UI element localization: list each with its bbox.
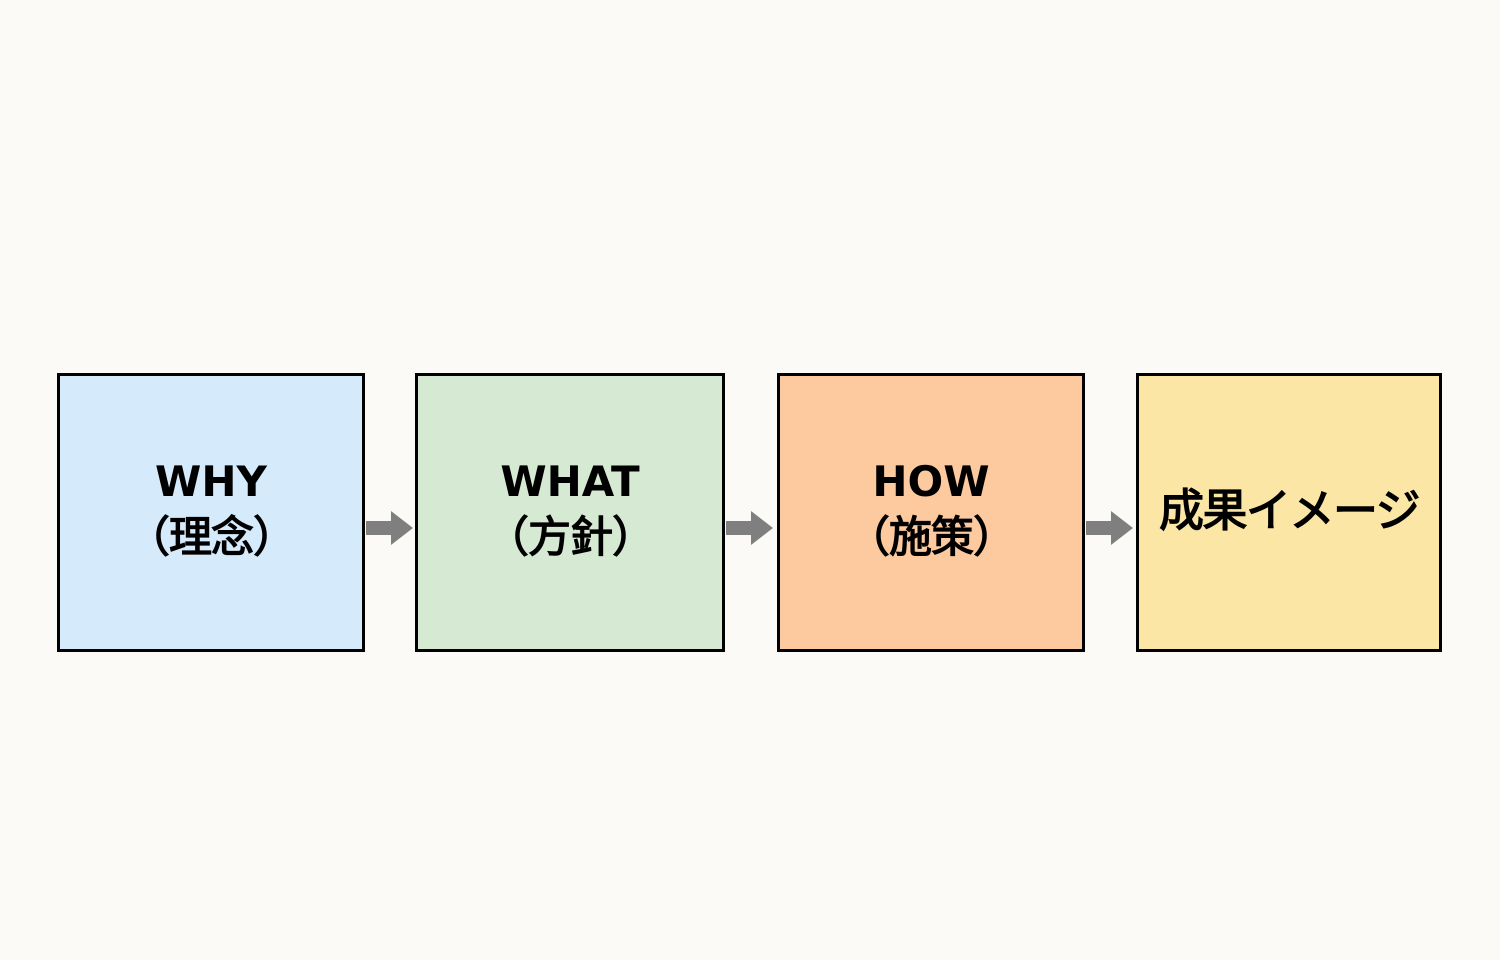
flow-box-why-text: WHY （理念） <box>127 454 296 566</box>
flow-box-why-line1: WHY <box>155 457 267 507</box>
flow-box-why-line2: （理念） <box>127 512 296 563</box>
right-arrow-icon <box>366 511 413 545</box>
flow-box-how-line2: （施策） <box>847 512 1016 563</box>
flow-box-what[interactable]: WHAT （方針） <box>415 373 725 652</box>
flow-box-what-text: WHAT （方針） <box>486 454 655 566</box>
flow-box-how-text: HOW （施策） <box>847 454 1016 566</box>
flow-box-result-line1: 成果イメージ <box>1158 483 1421 537</box>
right-arrow-icon <box>1086 511 1133 545</box>
flow-box-what-line2: （方針） <box>486 512 655 563</box>
flow-box-result-text: 成果イメージ <box>1158 481 1421 540</box>
flow-box-how-line1: HOW <box>872 457 990 507</box>
flow-box-result[interactable]: 成果イメージ <box>1136 373 1442 652</box>
flow-box-why[interactable]: WHY （理念） <box>57 373 365 652</box>
right-arrow-icon <box>726 511 773 545</box>
flow-box-how[interactable]: HOW （施策） <box>777 373 1085 652</box>
flow-box-what-line1: WHAT <box>500 457 640 507</box>
